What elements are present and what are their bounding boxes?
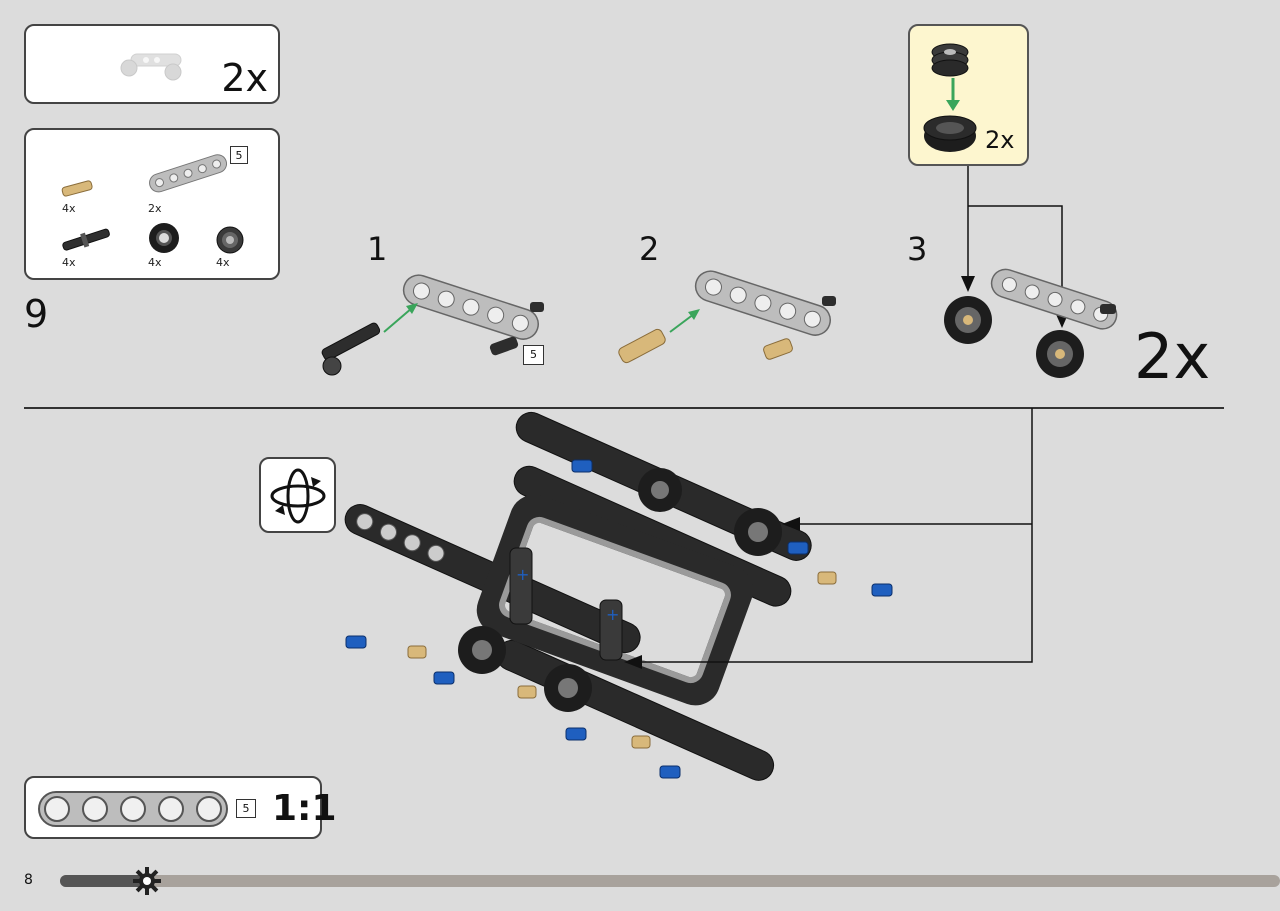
tire-icon	[923, 115, 977, 152]
progress-fill	[60, 875, 148, 887]
black-axle-pin-icon	[62, 228, 110, 251]
green-arrow-icon	[946, 78, 960, 111]
subassembly-thumbnail-icon	[120, 53, 182, 81]
parts-count: 4x	[148, 256, 162, 269]
parts-count: 4x	[62, 202, 76, 215]
substep-number: 2	[639, 230, 660, 268]
page-number: 8	[24, 872, 33, 888]
step-number: 9	[24, 292, 49, 336]
gear-icon	[133, 867, 161, 895]
substep-number: 3	[907, 230, 928, 268]
wheel-hub-icon	[216, 226, 244, 254]
progress-track	[60, 875, 1280, 887]
beam-length-label: 5	[523, 345, 544, 365]
rotate-icon	[270, 468, 326, 524]
rotate-model-panel	[259, 457, 336, 533]
parts-count: 4x	[216, 256, 230, 269]
tire-icon	[149, 223, 179, 253]
wheel-hub-icon	[931, 43, 969, 77]
beam-length-label: 5	[230, 146, 248, 164]
gray-beam-5-icon	[149, 154, 228, 193]
svg-text:+: +	[606, 605, 619, 624]
subassembly-multiplier: 2x	[221, 56, 268, 100]
substep-3-illustration	[944, 268, 1118, 378]
substep-2-illustration	[618, 270, 836, 364]
scale-ruler-panel: 5 1:1	[24, 776, 337, 839]
substep-1-illustration	[321, 274, 544, 376]
substep-number: 1	[367, 230, 388, 268]
parts-count: 4x	[62, 256, 76, 269]
parts-list-panel: 4x 5 2x 4x 4x 4x	[24, 128, 280, 280]
beam-ruler-icon	[38, 791, 228, 827]
scale-ratio: 1:1	[272, 788, 337, 829]
wheel-assembly-callout: 2x	[908, 24, 1029, 166]
ruler-length-label: 5	[236, 799, 256, 818]
section-divider	[24, 407, 1224, 409]
svg-text:+: +	[516, 565, 529, 584]
tan-connector-pin-icon	[61, 180, 93, 197]
wheel-callout-multiplier: 2x	[985, 126, 1015, 154]
parts-count: 2x	[148, 202, 162, 215]
main-model-illustration: + +	[344, 411, 893, 781]
substep-repeat-multiplier: 2x	[1134, 320, 1211, 393]
subassembly-reference-panel: 2x	[24, 24, 280, 104]
